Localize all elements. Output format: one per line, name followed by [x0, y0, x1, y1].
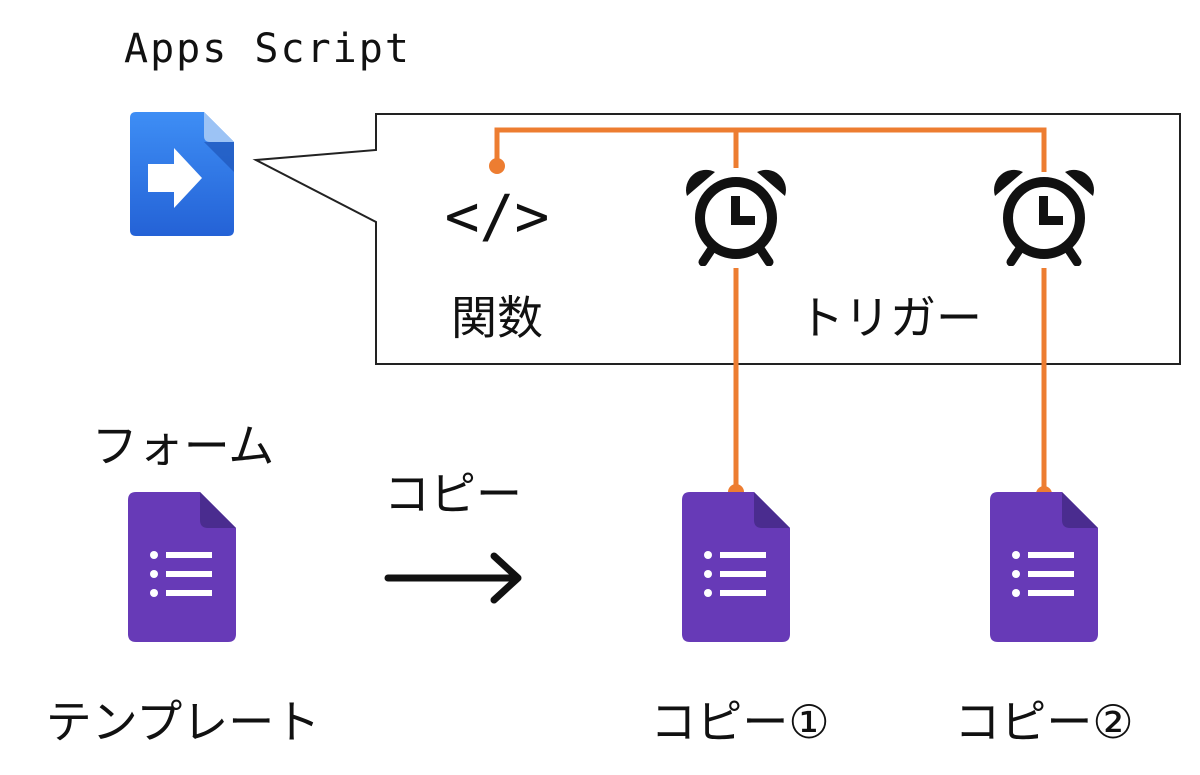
trigger-connector: [494, 127, 1047, 494]
copy2-caption: コピー②: [954, 695, 1133, 749]
copy-arrow-label: コピー: [384, 467, 522, 521]
right-arrow-icon: [384, 552, 522, 604]
form-heading: フォーム: [92, 419, 275, 473]
google-forms-icon: [128, 492, 236, 642]
function-connector-dot: [489, 158, 505, 174]
copy1-caption: コピー①: [650, 695, 829, 749]
google-forms-icon: [682, 492, 790, 642]
apps-script-title: Apps Script: [124, 26, 411, 72]
google-forms-icon: [990, 492, 1098, 642]
code-icon: </>: [445, 182, 550, 250]
template-caption: テンプレート: [46, 695, 321, 749]
function-label: 関数: [451, 291, 543, 345]
apps-script-icon: [130, 112, 234, 236]
trigger-label: トリガー: [798, 291, 982, 345]
